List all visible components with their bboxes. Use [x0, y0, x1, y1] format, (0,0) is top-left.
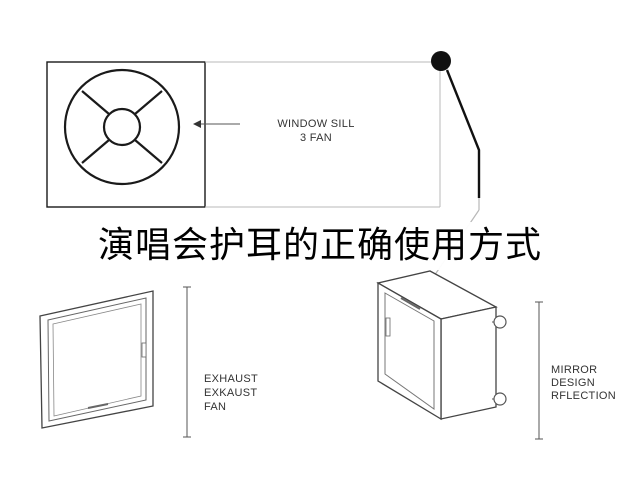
frame-glass [52, 303, 142, 417]
fan-spoke-icon [81, 90, 110, 115]
frame-latch-icon [141, 342, 147, 358]
mirror-cabinet [376, 270, 507, 421]
exhaust-label-line2: EXKAUST [204, 387, 257, 399]
cabinet-handle-icon [400, 297, 421, 310]
fan-spoke-icon [134, 139, 163, 164]
window-fan-unit [46, 61, 206, 208]
fan-outer-ring-icon [63, 68, 181, 186]
mirror-label-line1: MIRROR [551, 364, 597, 376]
cabinet-hinge-icon [385, 317, 391, 337]
cord-knob-icon [431, 51, 451, 71]
cabinet-knob-upper-icon [493, 315, 507, 329]
arrow-head-icon [193, 120, 201, 128]
fan-spoke-icon [81, 139, 110, 164]
exhaust-dimension-line [183, 286, 191, 438]
window-sill-outline [205, 61, 441, 208]
cabinet-mirror-door [384, 292, 435, 410]
exhaust-window-frame [39, 290, 154, 429]
window-sill-label-line2: 3 FAN [300, 132, 332, 144]
fan-leader [193, 120, 240, 128]
window-sill-label-line1: WINDOW SILL [277, 118, 354, 130]
exhaust-label-line1: EXHAUST [204, 373, 258, 385]
cabinet-knob-lower-icon [493, 392, 507, 406]
fan-box [46, 61, 206, 208]
mirror-label-line2: DESIGN [551, 377, 595, 389]
cabinet-side [440, 306, 497, 420]
mirror-label-line3: RFLECTION [551, 390, 616, 402]
exhaust-label-line3: FAN [204, 401, 226, 413]
frame-handle-icon [87, 403, 109, 409]
cord-line [445, 69, 481, 198]
fan-hub-icon [102, 107, 142, 147]
page-title: 演唱会护耳的正确使用方式 [0, 222, 640, 270]
fan-spoke-icon [134, 90, 163, 115]
mirror-dimension-line [535, 301, 543, 440]
